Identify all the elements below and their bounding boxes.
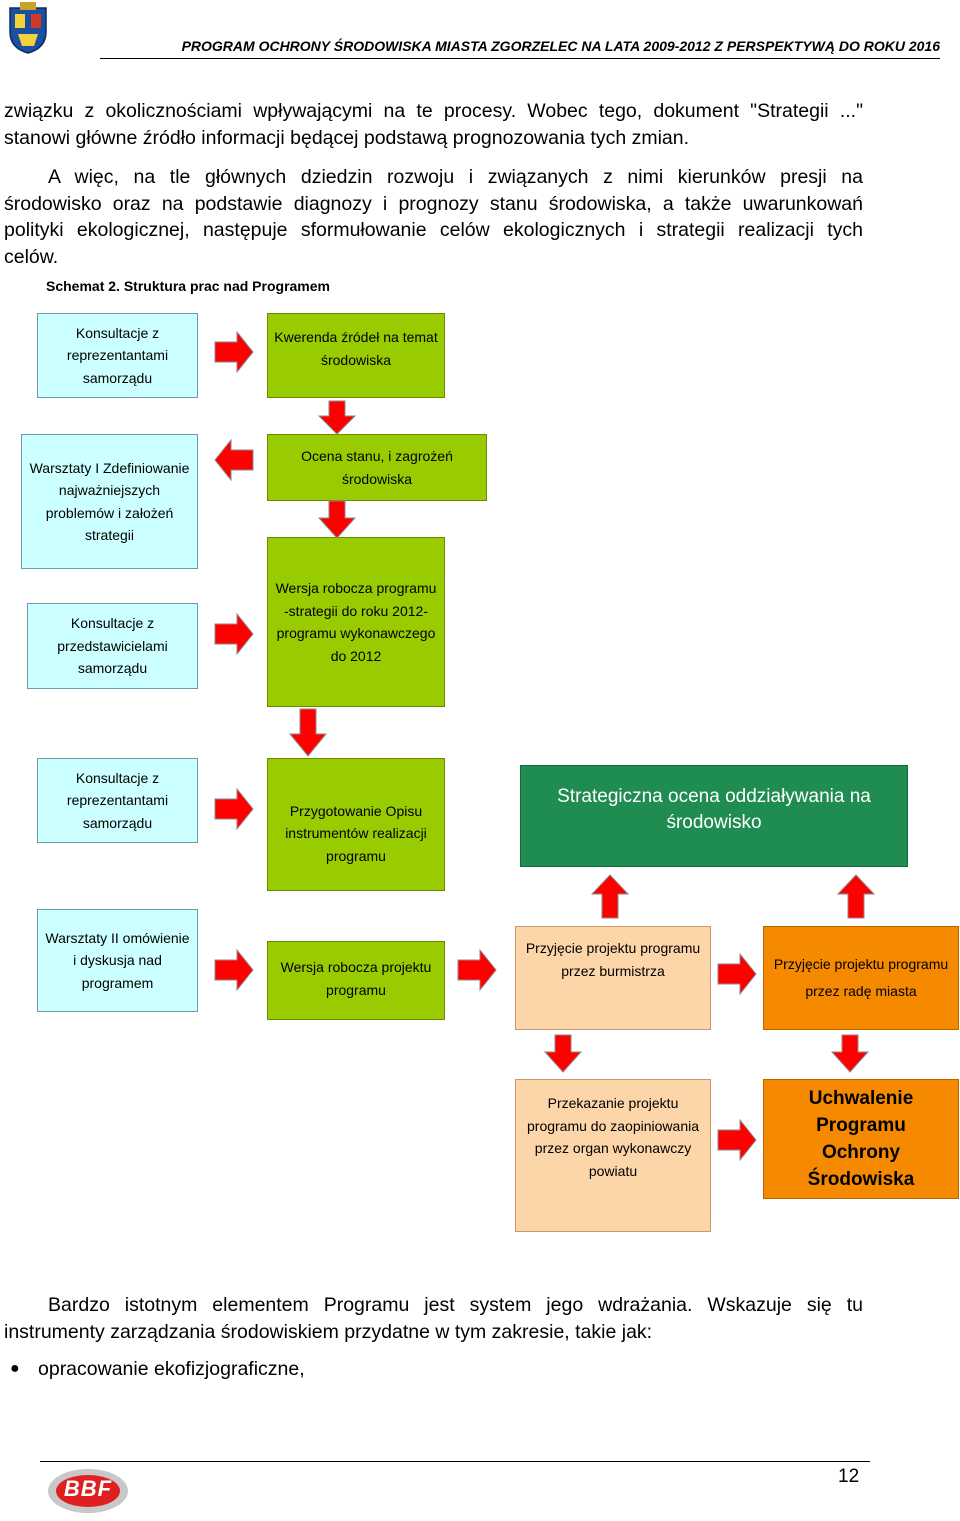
arrow-down-icon — [830, 1034, 870, 1073]
bbf-logo: BBF — [46, 1466, 130, 1516]
paragraph-line: związku z okolicznościami wpływającymi n… — [4, 100, 863, 122]
box-strategiczna-ocena: Strategiczna ocena oddziaływania na środ… — [520, 765, 908, 867]
arrow-down-icon — [317, 400, 357, 435]
paragraph-line: środowisko oraz na podstawie diagnozy i … — [4, 192, 863, 215]
city-crest-icon — [6, 2, 50, 54]
paragraph-line: polityki ekologicznej, następuje sformuł… — [4, 219, 863, 241]
logo-text: BBF — [63, 1476, 113, 1501]
arrow-down-icon — [543, 1034, 583, 1073]
box-konsultacje-przedstawiciele: Konsultacje z przedstawicielami samorząd… — [27, 603, 198, 689]
header-divider — [100, 58, 940, 59]
box-przekazanie-projektu: Przekazanie projektu programu do zaopini… — [515, 1079, 711, 1232]
box-konsultacje-reprezentanci-2: Konsultacje z reprezentantami samorządu — [37, 758, 198, 843]
arrow-down-icon — [288, 708, 328, 757]
arrow-up-icon — [836, 874, 876, 919]
box-uchwalenie-label: Uchwalenie Programu Ochrony Środowiska — [807, 1088, 915, 1190]
paragraph-line: instrumenty zarządzania środowiskiem prz… — [4, 1320, 653, 1343]
box-strategiczna-ocena-label: Strategiczna ocena oddziaływania na środ… — [557, 786, 871, 833]
arrow-right-icon — [214, 330, 254, 374]
paragraph-line: celów. — [4, 245, 59, 268]
box-warsztaty-2: Warsztaty II omówienie i dyskusja nad pr… — [37, 909, 198, 1012]
bullet-item: opracowanie ekofizjograficzne, — [38, 1358, 305, 1380]
arrow-right-icon — [214, 948, 254, 992]
schema-title: Schemat 2. Struktura prac nad Programem — [46, 278, 330, 294]
box-przyjecie-rada: Przyjęcie projektu programu przez radę m… — [763, 926, 959, 1030]
box-uchwalenie: Uchwalenie Programu Ochrony Środowiska — [763, 1079, 959, 1199]
footer-divider — [40, 1461, 870, 1462]
arrow-left-icon — [214, 438, 254, 482]
paragraph-1: związku z okolicznościami wpływającymi n… — [4, 98, 863, 151]
box-konsultacje-reprezentanci-1: Konsultacje z reprezentantami samorządu — [37, 313, 198, 398]
box-ocena-stanu: Ocena stanu, i zagrożeń środowiska — [267, 434, 487, 501]
box-warsztaty-1: Warsztaty I Zdefiniowanie najważniejszyc… — [21, 434, 198, 569]
page-number: 12 — [838, 1466, 860, 1487]
bullet-dot-icon: ● — [10, 1360, 20, 1377]
arrow-right-icon — [457, 948, 497, 992]
paragraph-line: Bardzo istotnym elementem Programu jest … — [48, 1294, 863, 1316]
box-kwerenda: Kwerenda źródeł na temat środowiska — [267, 313, 445, 398]
paragraph-line: A więc, na tle głównych dziedzin rozwoju… — [48, 166, 863, 188]
arrow-right-icon — [717, 952, 757, 996]
arrow-right-icon — [214, 787, 254, 831]
box-przyjecie-burmistrz: Przyjęcie projektu programu przez burmis… — [515, 926, 711, 1030]
arrow-up-icon — [590, 874, 630, 919]
arrow-right-icon — [717, 1118, 757, 1162]
box-przygotowanie-opisu: Przygotowanie Opisu instrumentów realiza… — [267, 758, 445, 891]
header-title: PROGRAM OCHRONY ŚRODOWISKA MIASTA ZGORZE… — [181, 38, 940, 54]
paragraph-line: stanowi główne źródło informacji będącej… — [4, 126, 690, 149]
box-wersja-robocza-programu: Wersja robocza programu -strategii do ro… — [267, 537, 445, 707]
arrow-right-icon — [214, 612, 254, 656]
box-wersja-robocza-projektu: Wersja robocza projektu programu — [267, 941, 445, 1020]
paragraph-2: A więc, na tle głównych dziedzin rozwoju… — [4, 164, 863, 270]
arrow-down-icon — [317, 500, 357, 539]
paragraph-3: Bardzo istotnym elementem Programu jest … — [4, 1292, 863, 1345]
